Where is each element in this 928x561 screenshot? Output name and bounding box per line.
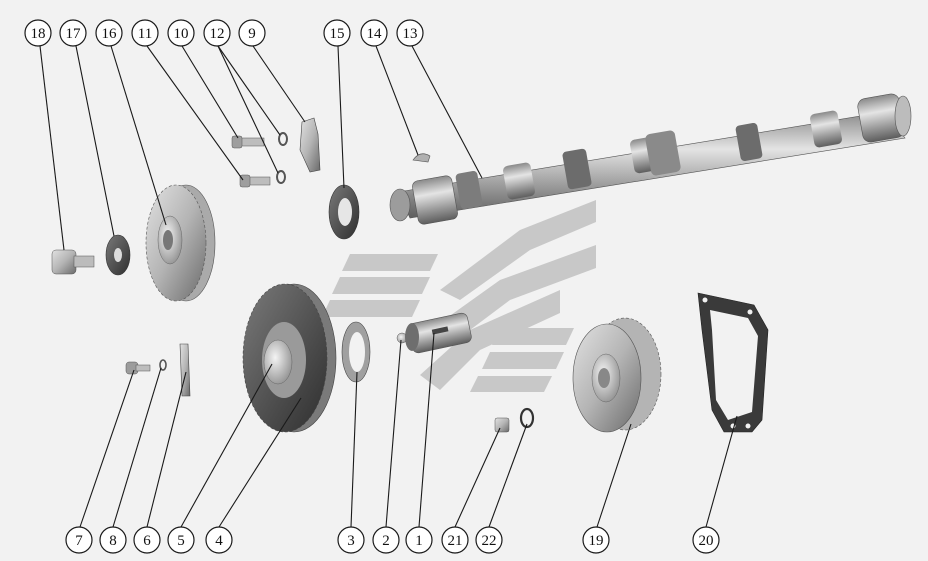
plate-part-6 xyxy=(179,343,191,397)
svg-text:5: 5 xyxy=(177,533,185,549)
svg-text:15: 15 xyxy=(330,26,345,42)
gasket-part-20 xyxy=(697,292,769,433)
svg-text:16: 16 xyxy=(102,26,118,42)
thrust-plate-part-9 xyxy=(299,117,321,173)
callout-8: 8 xyxy=(99,526,127,554)
gear-part-16 xyxy=(145,184,216,302)
callout-11: 11 xyxy=(131,19,159,47)
svg-text:10: 10 xyxy=(174,26,189,42)
callout-19: 19 xyxy=(582,526,610,554)
svg-text:19: 19 xyxy=(589,533,604,549)
axle-part-1 xyxy=(405,312,472,354)
svg-text:17: 17 xyxy=(66,26,82,42)
svg-text:8: 8 xyxy=(109,533,117,549)
gear-hub-part-5 xyxy=(263,339,293,385)
callout-4: 4 xyxy=(205,526,233,554)
callout-16: 16 xyxy=(95,19,123,47)
callout-20: 20 xyxy=(692,526,720,554)
woodruff-key-part-14 xyxy=(412,153,431,163)
thrust-washer-part-15 xyxy=(328,184,360,240)
spacer-ring-part-3 xyxy=(341,321,371,383)
callout-14: 14 xyxy=(360,19,388,47)
watermark-logo xyxy=(322,200,596,392)
svg-text:7: 7 xyxy=(75,533,83,549)
bolt-part-10 xyxy=(231,135,265,149)
svg-text:11: 11 xyxy=(138,26,152,42)
svg-text:22: 22 xyxy=(482,533,497,549)
svg-text:20: 20 xyxy=(699,533,714,549)
callout-18: 18 xyxy=(24,19,52,47)
callout-9: 9 xyxy=(238,19,266,47)
svg-text:9: 9 xyxy=(248,26,256,42)
callout-17: 17 xyxy=(59,19,87,47)
svg-text:1: 1 xyxy=(415,533,423,549)
callout-21: 21 xyxy=(441,526,469,554)
nut-part-21 xyxy=(494,417,510,433)
callout-2: 2 xyxy=(372,526,400,554)
svg-text:4: 4 xyxy=(215,533,223,549)
callout-13: 13 xyxy=(396,19,424,47)
washer-part-22 xyxy=(519,407,535,429)
svg-text:6: 6 xyxy=(143,533,151,549)
svg-text:14: 14 xyxy=(367,26,383,42)
callout-10: 10 xyxy=(167,19,195,47)
svg-text:21: 21 xyxy=(448,533,463,549)
svg-text:2: 2 xyxy=(382,533,390,549)
leader-lines xyxy=(39,45,738,528)
bolt-part-18 xyxy=(51,249,95,275)
camshaft-part-13 xyxy=(389,93,912,225)
callout-12: 12 xyxy=(203,19,231,47)
washer-part-8 xyxy=(159,359,167,371)
callout-7: 7 xyxy=(65,526,93,554)
svg-text:12: 12 xyxy=(210,26,225,42)
callout-6: 6 xyxy=(133,526,161,554)
washer-part-17 xyxy=(105,234,131,276)
callout-15: 15 xyxy=(323,19,351,47)
callout-1: 1 xyxy=(405,526,433,554)
callout-5: 5 xyxy=(167,526,195,554)
bolt-part-11 xyxy=(239,174,271,188)
callout-22: 22 xyxy=(475,526,503,554)
lock-washers-part-12 xyxy=(276,132,288,184)
svg-text:3: 3 xyxy=(347,533,355,549)
callout-3: 3 xyxy=(337,526,365,554)
bolt-part-7 xyxy=(125,361,151,375)
svg-text:18: 18 xyxy=(31,26,46,42)
svg-text:13: 13 xyxy=(403,26,418,42)
gear-part-19 xyxy=(572,317,662,433)
